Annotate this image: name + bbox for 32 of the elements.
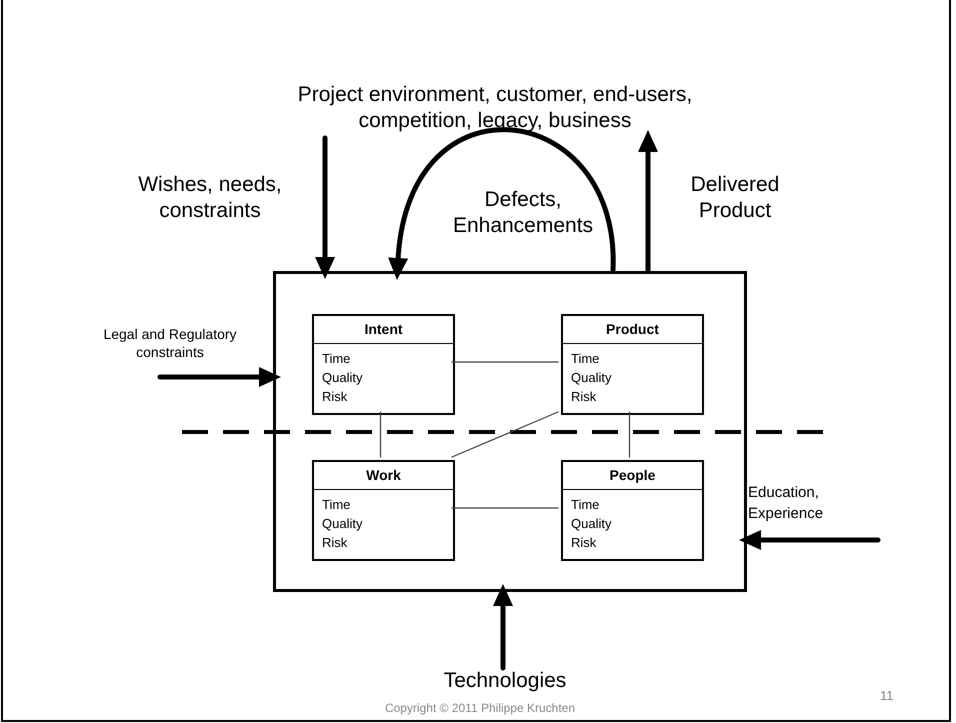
class-title: Intent [314,316,453,344]
class-title: Product [563,316,702,344]
connector-line [628,411,630,458]
edge-label: Wishes, needs, constraints [137,172,283,224]
edge-label: Technologies [442,668,568,694]
thick-arrow [638,130,658,274]
thick-arrow [388,128,616,280]
class-box [561,460,704,561]
attribute-list: Time Quality Risk [314,344,374,406]
copyright-note: Copyright © 2011 Philippe Kruchten [384,700,576,717]
edge-label: Delivered Product [690,172,780,224]
edge-label: Defects, Enhancements [452,187,594,239]
connector-line [451,411,559,458]
thick-arrow [158,367,281,387]
attribute-list: Time Quality Risk [314,490,374,552]
edge-label: Legal and Regulatory constraints [102,325,238,361]
thick-arrow [739,530,880,550]
class-box [312,460,455,561]
system-box [273,271,747,592]
class-box [561,314,704,415]
connector-line [451,361,559,363]
class-title: Work [314,462,453,490]
edge-label: Education, Experience [748,483,824,524]
page-number: 11 [880,687,894,705]
attribute-list: Time Quality Risk [563,490,623,552]
thick-arrow [493,584,513,670]
attribute-list: Time Quality Risk [563,344,623,406]
class-box [312,314,455,415]
thick-arrow [315,136,335,279]
class-title: People [563,462,702,490]
connector-line [380,411,382,458]
connector-line [451,507,559,509]
